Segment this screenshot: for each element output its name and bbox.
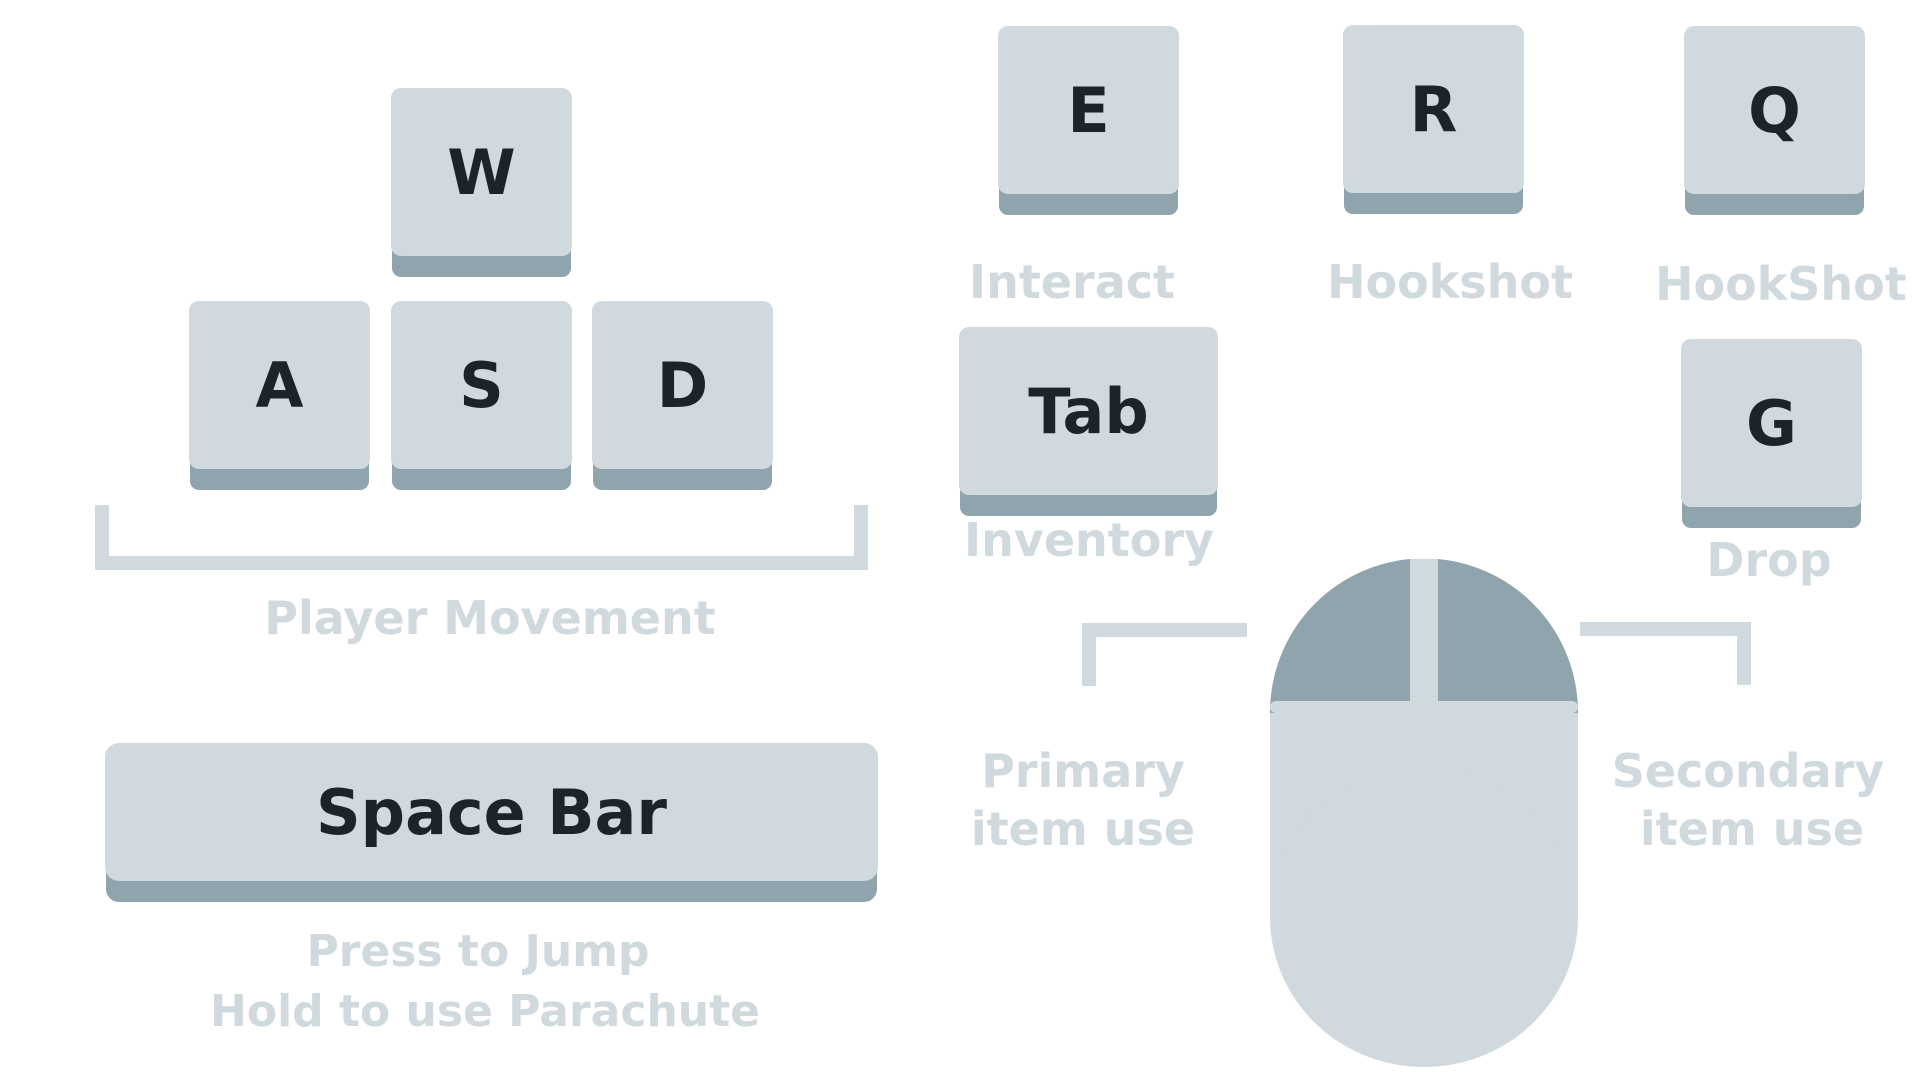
key-s: S bbox=[391, 301, 572, 469]
hookshot-label: Hookshot bbox=[1326, 255, 1574, 309]
key-e: E bbox=[998, 26, 1179, 194]
inventory-label: Inventory bbox=[963, 513, 1215, 567]
movement-bracket bbox=[95, 505, 868, 570]
key-w: W bbox=[391, 88, 572, 256]
interact-label: Interact bbox=[968, 255, 1176, 309]
mouse-button-edge bbox=[1270, 701, 1578, 713]
secondary-label-line1: Secondary bbox=[1611, 744, 1885, 798]
mouse-left-button bbox=[1270, 559, 1410, 713]
key-g: G bbox=[1681, 339, 1862, 507]
key-tab: Tab bbox=[959, 327, 1218, 495]
hookshot-plus-label: HookShot + bbox=[1655, 257, 1920, 311]
jump-label-line2: Hold to use Parachute bbox=[210, 986, 760, 1037]
mouse-body-bottom bbox=[1270, 767, 1578, 1067]
primary-label-line2: item use bbox=[970, 802, 1196, 856]
mouse-right-button bbox=[1438, 559, 1578, 713]
drop-label: Drop bbox=[1706, 533, 1832, 587]
primary-bracket bbox=[1082, 623, 1247, 686]
mouse-icon bbox=[1270, 559, 1578, 1067]
secondary-bracket bbox=[1580, 622, 1751, 685]
primary-label-line1: Primary bbox=[981, 744, 1185, 798]
jump-label-line1: Press to Jump bbox=[306, 926, 650, 977]
movement-label: Player Movement bbox=[264, 591, 716, 645]
key-r: R bbox=[1343, 25, 1524, 193]
key-q: Q bbox=[1684, 26, 1865, 194]
key-space: Space Bar bbox=[105, 743, 878, 881]
secondary-label-line2: item use bbox=[1639, 802, 1865, 856]
mouse-wheel-divider bbox=[1410, 559, 1438, 713]
key-d: D bbox=[592, 301, 773, 469]
key-a: A bbox=[189, 301, 370, 469]
